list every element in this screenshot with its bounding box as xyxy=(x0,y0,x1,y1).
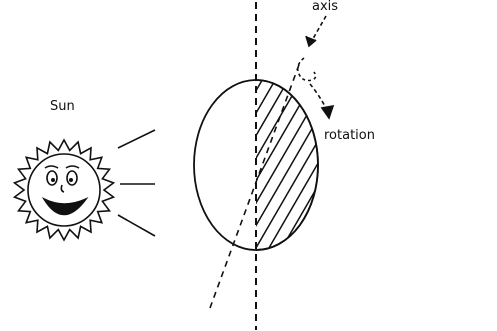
sun xyxy=(15,140,114,240)
earth-night-side xyxy=(106,70,450,260)
axis-label: axis xyxy=(312,0,338,14)
axis-arrow xyxy=(306,16,326,46)
sun-label: Sun xyxy=(50,99,75,114)
sunlight-rays xyxy=(118,130,155,236)
rotation-label: rotation xyxy=(324,128,375,143)
earth xyxy=(106,70,450,260)
